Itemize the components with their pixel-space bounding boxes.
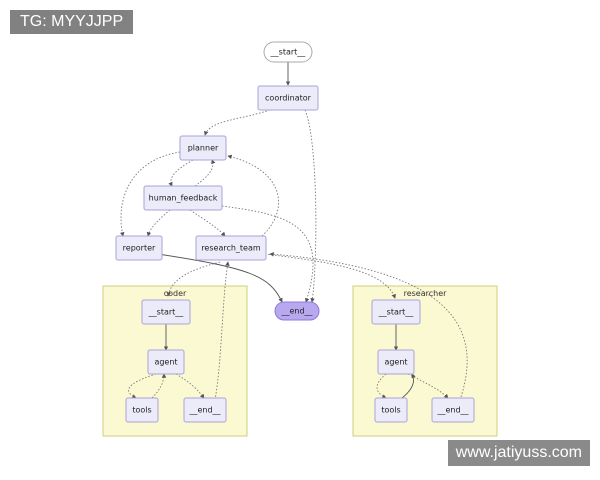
node-reporter-label: reporter — [123, 244, 156, 253]
node-research-team-label: research_team — [201, 244, 261, 253]
edge-research-team-coder — [166, 261, 221, 297]
node-coder-tools[interactable]: tools — [125, 397, 159, 423]
node-researcher-start-label: __start__ — [378, 308, 415, 317]
node-coordinator[interactable]: coordinator — [257, 85, 319, 111]
node-researcher-end-label: __end__ — [436, 406, 469, 415]
node-researcher-agent-label: agent — [384, 358, 407, 367]
edge-coder-end-research-team — [214, 261, 230, 401]
node-researcher-tools[interactable]: tools — [374, 397, 408, 423]
node-researcher-start[interactable]: __start__ — [371, 299, 421, 325]
edge-researcher-agent-end — [407, 373, 449, 399]
edge-researcher-tools-agent — [401, 373, 416, 399]
node-human-feedback[interactable]: human_feedback — [143, 185, 223, 211]
node-human-feedback-label: human_feedback — [149, 194, 218, 203]
node-coder-agent-label: agent — [154, 358, 177, 367]
node-coder-end[interactable]: __end__ — [183, 397, 227, 423]
node-coder-start[interactable]: __start__ — [141, 299, 191, 325]
researcher-subgraph-label: researcher — [404, 289, 448, 298]
edge-coordinator-planner — [204, 109, 271, 136]
node-reporter[interactable]: reporter — [115, 235, 163, 261]
edge-coordinator-end — [304, 109, 317, 303]
edge-planner-human-feedback — [168, 159, 194, 187]
node-researcher-end[interactable]: __end__ — [431, 397, 475, 423]
edge-researcher-end-research-team — [269, 252, 468, 401]
edge-human-feedback-reporter — [146, 209, 171, 237]
edge-coder-agent-end — [175, 373, 205, 399]
node-end-label: __end__ — [280, 307, 313, 316]
node-researcher-tools-label: tools — [381, 406, 400, 415]
node-coder-start-label: __start__ — [148, 308, 185, 317]
edge-reporter-end — [157, 253, 283, 303]
node-research-team[interactable]: research_team — [195, 235, 267, 261]
node-coder-end-label: __end__ — [188, 406, 221, 415]
node-planner[interactable]: planner — [179, 135, 227, 161]
node-start-label: __start__ — [270, 48, 307, 57]
node-coder-tools-label: tools — [132, 406, 151, 415]
edges — [119, 62, 468, 401]
node-researcher-agent[interactable]: agent — [377, 349, 415, 375]
edge-human-feedback-end — [221, 205, 314, 303]
edge-research-team-researcher — [264, 253, 396, 299]
edge-researcher-agent-tools — [376, 373, 387, 399]
watermark-tag: TG: MYYJJPP — [10, 10, 134, 34]
edge-human-feedback-planner — [194, 159, 216, 187]
edge-research-team-planner — [227, 154, 279, 237]
edge-planner-reporter — [119, 151, 181, 237]
edge-human-feedback-research-team — [189, 209, 226, 237]
node-coder-agent[interactable]: agent — [147, 349, 185, 375]
node-planner-label: planner — [188, 144, 219, 153]
node-coordinator-label: coordinator — [265, 94, 312, 103]
edge-coder-agent-tools — [128, 373, 157, 399]
node-end[interactable]: __end__ — [274, 301, 320, 321]
node-start[interactable]: __start__ — [263, 41, 313, 63]
coder-subgraph-label: coder — [164, 289, 187, 298]
watermark-site: www.jatiyuss.com — [447, 440, 590, 466]
